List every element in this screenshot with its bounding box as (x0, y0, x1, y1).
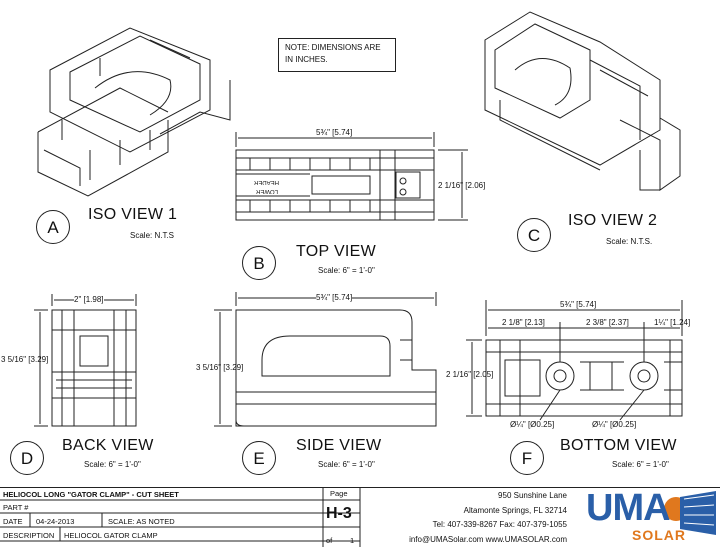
title-block (0, 487, 720, 548)
dim-top-width: 2 1/16" [2.06] (438, 181, 486, 190)
dim-back-height: 3 5/16" [3.29] (1, 355, 49, 364)
view-marker-b: B (242, 246, 276, 280)
dim-hole-2: Ø¼" [Ø0.25] (592, 420, 637, 429)
part-label: PART # (3, 503, 29, 512)
company-address-1: 950 Sunshine Lane (498, 491, 567, 500)
bottom-view-drawing (485, 339, 683, 417)
view-title-a: ISO VIEW 1 (88, 206, 178, 223)
logo-uma-text: UMA (586, 487, 671, 529)
view-scale-d: Scale: 6" = 1'-0" (84, 460, 141, 469)
dim-top-length: 5¾" [5.74] (316, 128, 353, 137)
view-scale-f: Scale: 6" = 1'-0" (612, 460, 669, 469)
view-marker-d: D (10, 441, 44, 475)
iso-view-2-drawing (484, 11, 681, 191)
view-title-e: SIDE VIEW (296, 437, 382, 454)
note-line-2: IN INCHES. (285, 55, 328, 64)
dim-bottom-seg2: 2 3/8" [2.37] (586, 318, 629, 327)
view-title-d: BACK VIEW (62, 437, 154, 454)
view-scale-b: Scale: 6" = 1'-0" (318, 266, 375, 275)
page-value: H-3 (326, 505, 352, 522)
view-scale-c: Scale: N.T.S. (606, 237, 653, 246)
description-label: DESCRIPTION (3, 531, 55, 540)
date-label: DATE (3, 517, 23, 526)
dim-side-length: 5¾" [5.74] (316, 293, 353, 302)
dim-side-height: 3 5/16" [3.29] (196, 363, 244, 372)
view-scale-a: Scale: N.T.S (130, 231, 175, 240)
top-view-drawing (235, 149, 435, 221)
dim-bottom-length: 5¾" [5.74] (560, 300, 597, 309)
dim-bottom-seg3: 1¼" [1.24] (654, 318, 691, 327)
part-label-lower: LOWER (256, 188, 279, 194)
sheet-title: HELIOCOL LONG "GATOR CLAMP" - CUT SHEET (3, 490, 179, 499)
of-label: of (326, 536, 333, 545)
dim-bottom-width: 2 1/16" [2.05] (446, 370, 494, 379)
side-view-drawing (235, 309, 437, 427)
note-line-1: NOTE: DIMENSIONS ARE (285, 43, 381, 52)
view-marker-e: E (242, 441, 276, 475)
dimension-note: NOTE: DIMENSIONS ARE IN INCHES. (278, 38, 396, 72)
view-title-b: TOP VIEW (296, 243, 377, 260)
view-scale-e: Scale: 6" = 1'-0" (318, 460, 375, 469)
company-info: 950 Sunshine Lane Altamonte Springs, FL … (392, 489, 567, 547)
view-marker-c: C (517, 218, 551, 252)
back-view-drawing (51, 309, 137, 427)
dim-back-width: 2" [1.98] (74, 295, 104, 304)
description-value: HELIOCOL GATOR CLAMP (64, 531, 158, 540)
uma-solar-logo: UMA SOLAR (584, 487, 718, 545)
scale-label: SCALE: AS NOTED (108, 517, 175, 526)
company-address-2: Altamonte Springs, FL 32714 (463, 505, 567, 515)
logo-sun-icon (664, 491, 716, 535)
view-marker-a: A (36, 210, 70, 244)
company-web: info@UMASolar.com www.UMASOLAR.com (409, 534, 567, 544)
company-phone: Tel: 407-339-8267 Fax: 407-379-1055 (432, 520, 567, 529)
logo-solar-text: SOLAR (632, 527, 686, 543)
date-value: 04-24-2013 (36, 517, 75, 526)
view-marker-f: F (510, 441, 544, 475)
part-label-header: HEADER (254, 179, 280, 185)
dim-hole-1: Ø¼" [Ø0.25] (510, 420, 555, 429)
page-label: Page (330, 489, 348, 498)
view-title-f: BOTTOM VIEW (560, 437, 677, 454)
view-title-c: ISO VIEW 2 (568, 212, 658, 229)
dim-bottom-seg1: 2 1/8" [2.13] (502, 318, 545, 327)
iso-view-1-drawing (37, 27, 231, 197)
of-value: 1 (350, 536, 355, 545)
